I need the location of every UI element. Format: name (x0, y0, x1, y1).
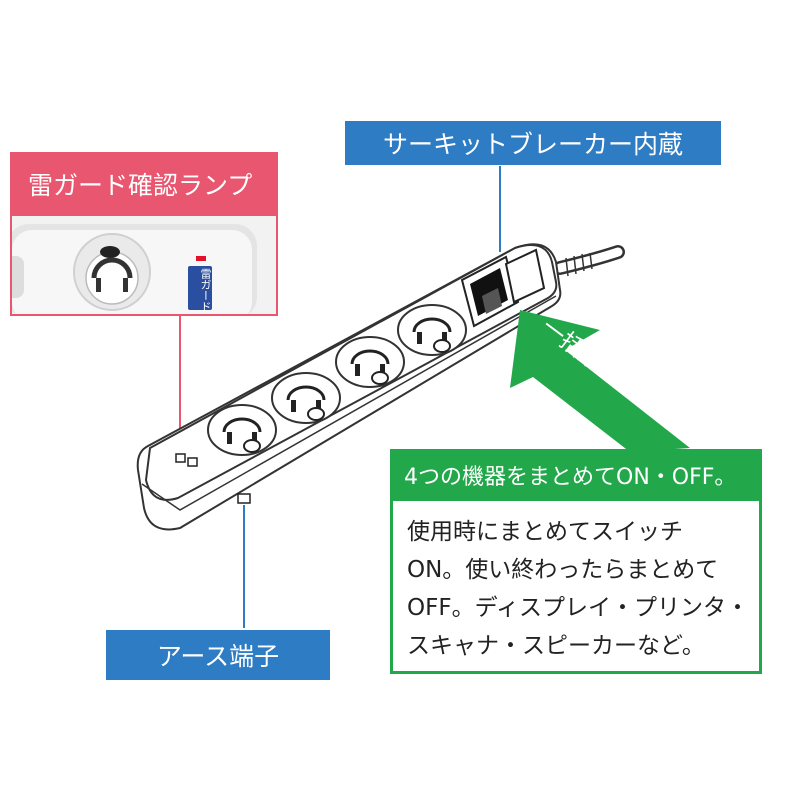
info-line-4: スキャナ・スピーカーなど。 (407, 633, 705, 659)
outlet-2 (271, 372, 341, 424)
ground-label-text: アース端子 (156, 642, 280, 671)
breaker-label: サーキットブレーカー内蔵 (345, 121, 721, 165)
info-line-2: ON。使い終わったらまとめて (407, 557, 719, 583)
breaker-label-text: サーキットブレーカー内蔵 (382, 130, 683, 159)
info-box-heading-text: 4つの機器をまとめてON・OFF。 (404, 465, 737, 490)
ground-label: アース端子 (106, 630, 330, 680)
ground-terminal (237, 493, 251, 504)
outlet-4 (397, 304, 467, 356)
outlet-3 (335, 336, 405, 388)
lamp-badge: 雷ガード (199, 268, 212, 312)
info-box-heading: 4つの機器をまとめてON・OFF。 (390, 449, 762, 501)
info-line-3: OFF。ディスプレイ・プリンタ・ (407, 595, 749, 621)
circuit-breaker (504, 248, 546, 304)
switch-arrow: 一括集中スイッチ (510, 310, 699, 452)
master-switch (460, 255, 520, 328)
info-box-body: 使用時にまとめてスイッチ ON。使い終わったらまとめて OFF。ディスプレイ・プ… (390, 501, 762, 674)
info-line-1: 使用時にまとめてスイッチ (407, 519, 683, 545)
lamp-label-text: 雷ガード確認ランプ (28, 171, 253, 200)
lamp-indicator (175, 453, 198, 467)
outlet-1 (207, 404, 277, 456)
lamp-inset-photo: 雷ガード (10, 216, 278, 316)
lamp-label: 雷ガード確認ランプ (10, 152, 278, 216)
